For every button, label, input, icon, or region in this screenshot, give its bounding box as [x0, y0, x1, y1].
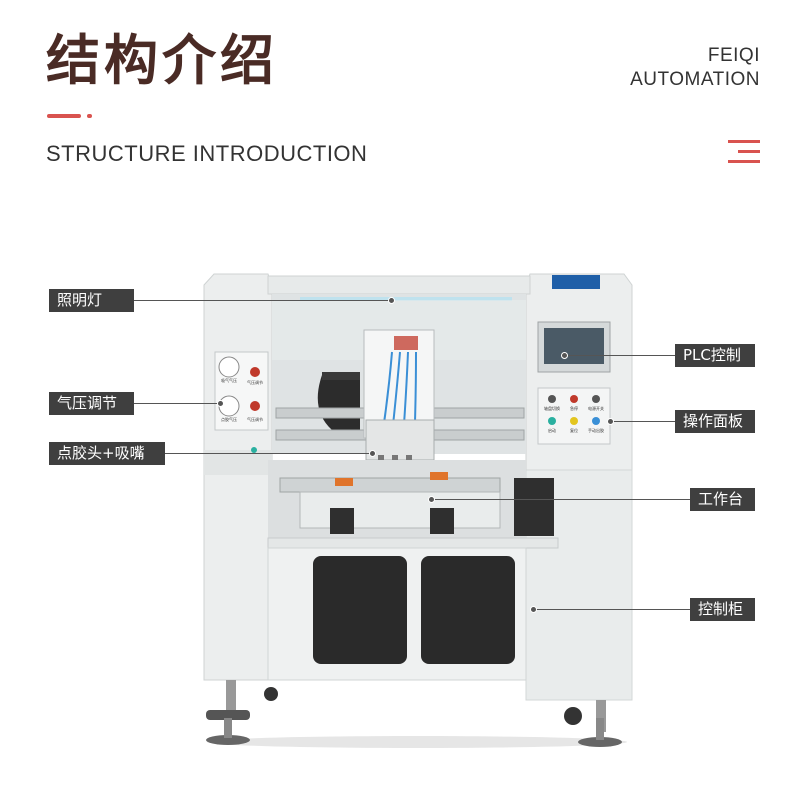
page-title: 结构介绍 — [46, 29, 278, 92]
dot-panel — [607, 418, 614, 425]
dot-dispense-head — [369, 450, 376, 457]
leader-cabinet — [534, 609, 690, 610]
callout-pressure: 气压调节 — [49, 392, 134, 415]
gauge-caption: 气压调节 — [247, 379, 263, 385]
panel-button-caption: 急停 — [570, 405, 578, 411]
leader-dispense-head — [165, 453, 372, 454]
dot-plc — [561, 352, 568, 359]
callout-panel: 操作面板 — [675, 410, 755, 433]
accent-bar — [47, 114, 81, 118]
panel-button-caption: 启动 — [548, 427, 556, 433]
panel-button-caption: 手动出胶 — [588, 427, 604, 433]
leader-worktable — [432, 499, 690, 500]
panel-button-caption: 复位 — [570, 427, 578, 433]
callout-plc: PLC控制 — [675, 344, 755, 367]
gauge-caption: 气压调节 — [247, 416, 263, 422]
accent-dot — [87, 114, 92, 118]
page-subtitle: STRUCTURE INTRODUCTION — [46, 141, 368, 166]
panel-button-caption: 电源开关 — [588, 405, 604, 411]
panel-button-caption: 轴盘切换 — [544, 405, 560, 411]
brand-name: FEIQI AUTOMATION — [630, 44, 760, 92]
leader-panel — [611, 421, 675, 422]
callout-worktable: 工作台 — [690, 488, 755, 511]
dot-cabinet — [530, 606, 537, 613]
gauge-caption: 点胶气压 — [221, 416, 237, 422]
dot-lighting — [388, 297, 395, 304]
leader-pressure — [134, 403, 220, 404]
callout-cabinet: 控制柜 — [690, 598, 755, 621]
leader-plc — [565, 355, 675, 356]
brand-line-1: FEIQI — [707, 45, 760, 66]
menu-icon[interactable] — [728, 140, 760, 166]
dot-worktable — [428, 496, 435, 503]
callout-dispense-head: 点胶头+吸嘴 — [49, 442, 165, 465]
brand-line-2: AUTOMATION — [630, 69, 760, 90]
callout-lighting: 照明灯 — [49, 289, 134, 312]
dot-pressure — [217, 400, 224, 407]
leader-lighting — [134, 300, 391, 301]
gauge-caption: 吸气气压 — [221, 377, 237, 383]
